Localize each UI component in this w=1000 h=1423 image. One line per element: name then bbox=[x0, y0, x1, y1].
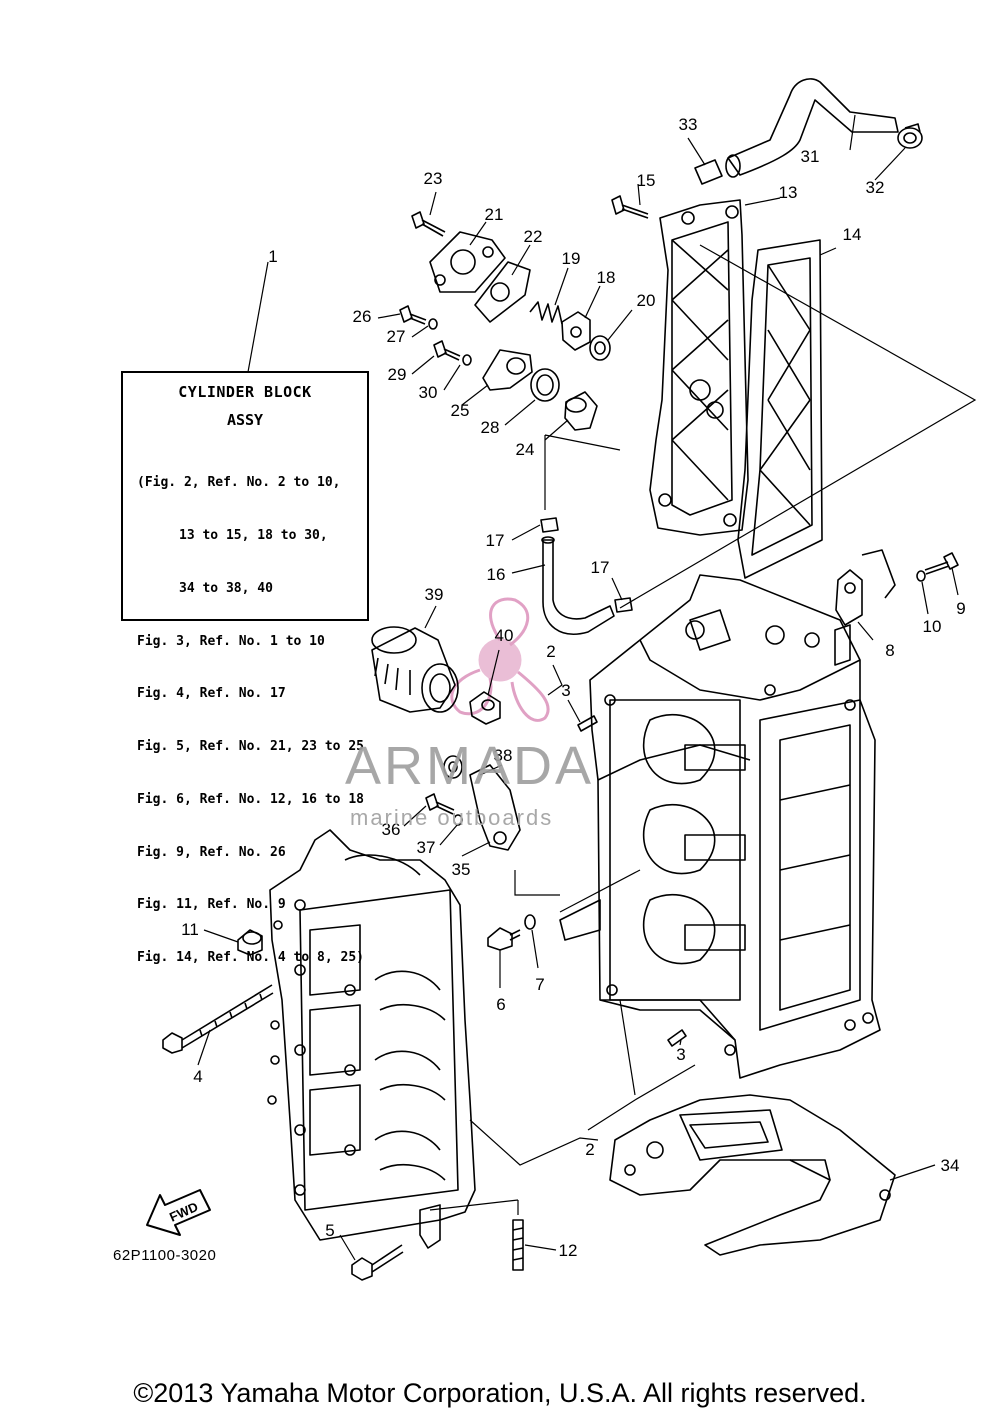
callout-number: 17 bbox=[591, 558, 610, 577]
legend-line: (Fig. 2, Ref. No. 2 to 10, bbox=[137, 475, 341, 491]
legend-line: Fig. 3, Ref. No. 1 to 10 bbox=[137, 633, 325, 649]
copyright-notice: ©2013 Yamaha Motor Corporation, U.S.A. A… bbox=[133, 1378, 867, 1408]
callout-number: 6 bbox=[496, 995, 505, 1014]
callout-number: 31 bbox=[801, 147, 820, 166]
callout-number: 13 bbox=[779, 183, 798, 202]
callout-number: 35 bbox=[452, 860, 471, 879]
callout-number: 8 bbox=[885, 641, 894, 660]
callout-number: 10 bbox=[923, 617, 942, 636]
callout-number: 23 bbox=[424, 169, 443, 188]
callout-number: 18 bbox=[597, 268, 616, 287]
callout-number: 33 bbox=[679, 115, 698, 134]
legend-line: 13 to 15, 18 to 30, bbox=[179, 527, 328, 543]
callout-number: 5 bbox=[325, 1221, 334, 1240]
callout-number: 1 bbox=[268, 247, 277, 266]
legend-line: Fig. 6, Ref. No. 12, 16 to 18 bbox=[137, 791, 364, 807]
cylinder-block-assy-legend: CYLINDER BLOCK ASSY (Fig. 2, Ref. No. 2 … bbox=[121, 371, 369, 965]
callout-number: 12 bbox=[559, 1241, 578, 1260]
callout-number: 22 bbox=[524, 227, 543, 246]
legend-line: Fig. 14, Ref. No. 4 to 8, 25) bbox=[137, 950, 364, 966]
watermark-logo-icon bbox=[450, 597, 550, 722]
callout-number: 20 bbox=[637, 291, 656, 310]
callout-number: 11 bbox=[181, 920, 199, 939]
callout-number: 16 bbox=[487, 565, 506, 584]
legend-title: CYLINDER BLOCK bbox=[178, 383, 312, 401]
legend-line: Fig. 4, Ref. No. 17 bbox=[137, 686, 286, 702]
callout-number: 21 bbox=[485, 205, 504, 224]
callout-number: 40 bbox=[495, 626, 514, 645]
callout-number: 38 bbox=[494, 746, 513, 765]
callout-number: 2 bbox=[585, 1140, 594, 1159]
watermark-brand: ARMADA bbox=[345, 736, 595, 796]
callout-number: 15 bbox=[637, 171, 656, 190]
legend-line: 34 to 38, 40 bbox=[179, 580, 273, 596]
callout-number: 3 bbox=[561, 681, 570, 700]
callout-number: 34 bbox=[941, 1156, 960, 1175]
callout-number: 24 bbox=[516, 440, 535, 459]
watermark-tagline: marine outboards bbox=[350, 805, 554, 830]
callout-number: 37 bbox=[417, 838, 436, 857]
callout-number: 36 bbox=[382, 820, 401, 839]
callout-number: 27 bbox=[387, 327, 406, 346]
callout-number: 2 bbox=[546, 642, 555, 661]
callout-number: 28 bbox=[481, 418, 500, 437]
callout-number: 7 bbox=[535, 975, 544, 994]
callout-number: 39 bbox=[425, 585, 444, 604]
legend-line: Fig. 5, Ref. No. 21, 23 to 25 bbox=[137, 739, 364, 755]
part-code: 62P1100-3020 bbox=[113, 1247, 217, 1264]
callout-number: 4 bbox=[193, 1067, 202, 1086]
legend-lines: (Fig. 2, Ref. No. 2 to 10, 13 to 15, 18 … bbox=[137, 439, 367, 1002]
callout-number: 32 bbox=[866, 178, 885, 197]
legend-line: Fig. 9, Ref. No. 26 bbox=[137, 844, 286, 860]
callout-number: 26 bbox=[353, 307, 372, 326]
callout-number: 29 bbox=[388, 365, 407, 384]
callout-number: 9 bbox=[956, 599, 965, 618]
callout-number: 17 bbox=[486, 531, 505, 550]
callout-number: 30 bbox=[419, 383, 438, 402]
legend-subtitle: ASSY bbox=[226, 411, 264, 429]
callout-number: 14 bbox=[843, 225, 862, 244]
callout-number: 19 bbox=[562, 249, 581, 268]
callout-number: 3 bbox=[676, 1045, 685, 1064]
legend-line: Fig. 11, Ref. No. 9 bbox=[137, 897, 286, 913]
callout-number: 25 bbox=[451, 401, 470, 420]
